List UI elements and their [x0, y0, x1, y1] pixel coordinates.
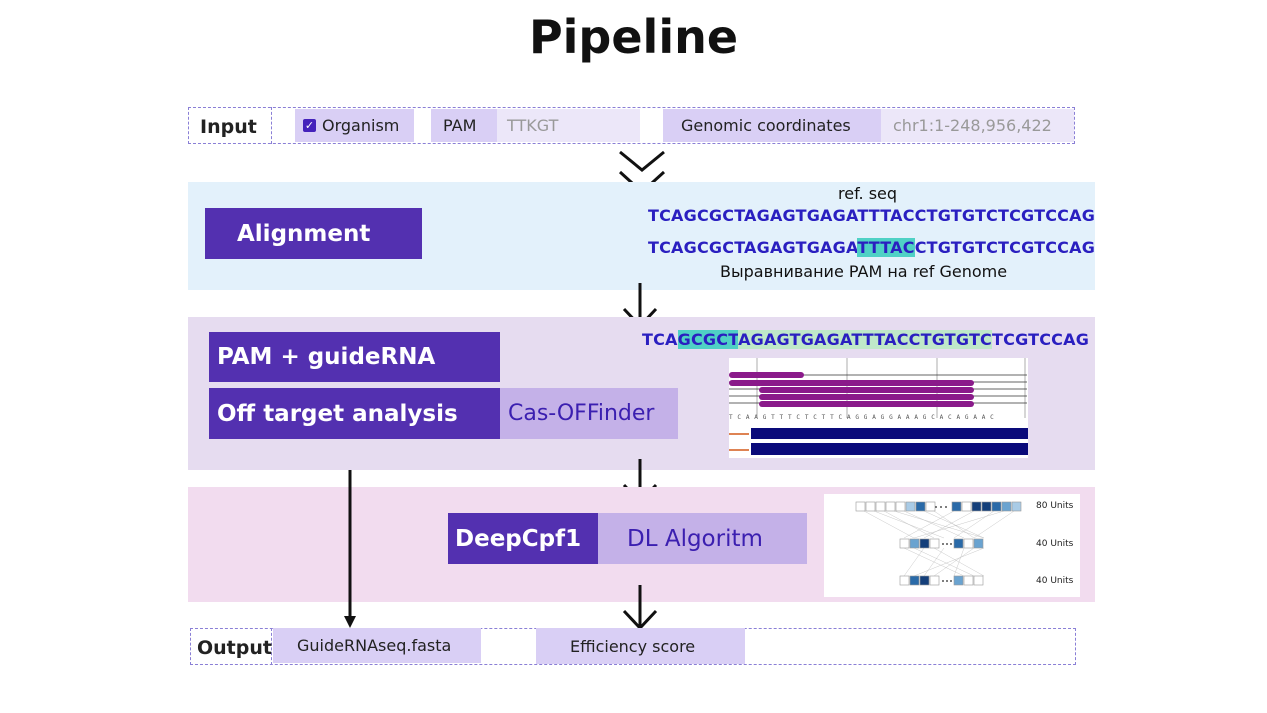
neural-network-image: 80 Units 40 Units 40 Units — [824, 494, 1080, 597]
output-divider — [271, 628, 272, 665]
dl-algorithm-button[interactable]: DL Algoritm — [598, 513, 807, 564]
input-divider — [271, 107, 272, 144]
track-sequence: T C A A G T T T C T C T T C A G G A G G … — [729, 414, 995, 421]
ref-sequence: TCAGCGCTAGAGTGAGATTTACCTGTGTCTCGTCCAG — [648, 206, 1096, 225]
guide-seq-protospacer: AGAGTGAGATTTACCTGTGTC — [738, 330, 993, 349]
guide-seq-b: TCGTCCAG — [992, 330, 1090, 349]
guide-seq-a: TCA — [642, 330, 678, 349]
pam-guiderna-button[interactable]: PAM + guideRNA — [209, 332, 500, 382]
output-label: Output — [197, 637, 272, 659]
input-row — [188, 107, 1075, 144]
aligned-seq-post: CTGTGTCTCGTCCAG — [914, 238, 1096, 257]
guide-seq-pam: GCGCT — [677, 330, 739, 349]
organism-label: Organism — [322, 116, 400, 135]
dl-algorithm-label: DL Algoritm — [627, 525, 763, 552]
layer-label: 40 Units — [1036, 576, 1074, 586]
aligned-sequence: TCAGCGCTAGAGTGAGATTTACCTGTGTCTCGTCCAG — [648, 238, 1095, 257]
alignment-button-label: Alignment — [237, 220, 371, 247]
page-title: Pipeline — [528, 10, 739, 64]
output-file[interactable]: GuideRNAseq.fasta — [273, 628, 481, 663]
coords-input[interactable]: chr1:1-248,956,422 — [881, 109, 1074, 142]
coords-label: Genomic coordinates — [663, 109, 881, 142]
pam-guiderna-label: PAM + guideRNA — [217, 344, 436, 370]
alignment-button[interactable]: Alignment — [205, 208, 422, 259]
cas-offinder-label: Cas-OFFinder — [508, 401, 655, 426]
organism-checkbox[interactable]: ✓ Organism — [295, 109, 414, 142]
pam-label: PAM — [431, 109, 497, 142]
coords-value: chr1:1-248,956,422 — [893, 116, 1052, 135]
alignment-caption: Выравнивание PAM на ref Genome — [720, 262, 1008, 281]
guide-sequence: TCAGCGCTAGAGTGAGATTTACCTGTGTCTCGTCCAG — [642, 330, 1089, 349]
offtarget-analysis-button[interactable]: Off target analysis — [209, 388, 500, 439]
deepcpf1-label: DeepCpf1 — [455, 525, 582, 552]
efficiency-score[interactable]: Efficiency score — [536, 628, 745, 664]
pam-value: TTKGT — [507, 116, 559, 135]
efficiency-score-label: Efficiency score — [570, 636, 696, 656]
long-down-arrow-icon — [343, 470, 357, 628]
output-file-name: GuideRNAseq.fasta — [297, 636, 452, 655]
layer-label: 40 Units — [1036, 539, 1074, 549]
down-arrow-icon — [622, 585, 658, 631]
pam-highlight: TTTAC — [857, 238, 915, 257]
pam-input[interactable]: TTKGT — [497, 109, 640, 142]
coords-label-text: Genomic coordinates — [681, 116, 851, 135]
deepcpf1-button[interactable]: DeepCpf1 — [448, 513, 598, 564]
ref-seq-label: ref. seq — [838, 184, 898, 203]
pam-label-text: PAM — [443, 116, 477, 135]
offtarget-analysis-label: Off target analysis — [217, 400, 458, 427]
cas-offinder-button[interactable]: Cas-OFFinder — [500, 388, 678, 439]
checkbox-check-icon: ✓ — [303, 119, 316, 132]
genome-browser-image: T C A A G T T T C T C T T C A G G A G G … — [729, 358, 1028, 458]
layer-label: 80 Units — [1036, 501, 1074, 511]
input-label: Input — [200, 116, 257, 138]
aligned-seq-pre: TCAGCGCTAGAGTGAGA — [648, 238, 858, 257]
